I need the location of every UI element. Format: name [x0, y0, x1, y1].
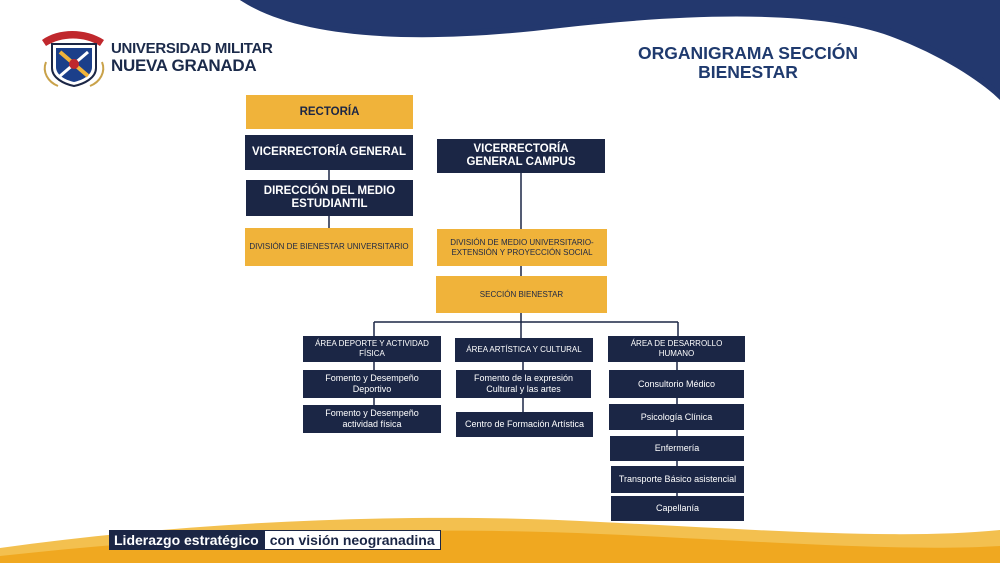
box-vicerrectoria-general: VICERRECTORÍA GENERAL — [245, 135, 413, 170]
area-desarrollo-item-label: Consultorio Médico — [637, 378, 716, 389]
footer-slogan: Liderazgo estratégico con visión neogran… — [109, 530, 441, 550]
box-division-bienestar-label: DIVISIÓN DE BIENESTAR UNIVERSITARIO — [249, 242, 409, 251]
university-name-line1: UNIVERSIDAD MILITAR — [111, 40, 273, 57]
university-name: UNIVERSIDAD MILITAR NUEVA GRANADA — [111, 40, 273, 74]
area-artistica-item: Fomento de la expresión Cultural y las a… — [456, 370, 591, 398]
area-artistica-title: ÁREA ARTÍSTICA Y CULTURAL — [455, 338, 593, 362]
area-artistica-item: Centro de Formación Artística — [456, 412, 593, 437]
area-desarrollo-title: ÁREA DE DESARROLLO HUMANO — [608, 336, 745, 362]
box-seccion-bienestar: SECCIÓN BIENESTAR — [436, 276, 607, 313]
box-direccion-medio-estudiantil-label: DIRECCIÓN DEL MEDIO ESTUDIANTIL — [263, 185, 396, 210]
box-vicerrectoria-campus-label: VICERRECTORÍA GENERAL CAMPUS — [466, 143, 576, 168]
area-desarrollo-item-label: Enfermería — [654, 443, 700, 453]
area-desarrollo-item: Transporte Básico asistencial — [611, 466, 744, 493]
area-desarrollo-item-label: Capellanía — [655, 503, 700, 513]
area-deporte-item-label: Fomento y Desempeño Deportivo — [325, 373, 419, 394]
area-desarrollo-item: Consultorio Médico — [609, 370, 744, 398]
footer-slogan-part1: Liderazgo estratégico — [109, 530, 264, 550]
area-desarrollo-title-label: ÁREA DE DESARROLLO HUMANO — [630, 339, 723, 358]
box-division-bienestar: DIVISIÓN DE BIENESTAR UNIVERSITARIO — [245, 228, 413, 266]
page-title: ORGANIGRAMA SECCIÓN BIENESTAR — [600, 44, 896, 82]
area-deporte-item: Fomento y Desempeño actividad física — [303, 405, 441, 433]
box-seccion-bienestar-label: SECCIÓN BIENESTAR — [479, 289, 564, 299]
page-title-line2: BIENESTAR — [698, 62, 798, 82]
area-desarrollo-item-label: Transporte Básico asistencial — [618, 474, 737, 484]
box-rectoria: RECTORÍA — [246, 95, 413, 129]
page-title-line1: ORGANIGRAMA SECCIÓN — [637, 43, 859, 63]
area-deporte-title: ÁREA DEPORTE Y ACTIVIDAD FÍSICA — [303, 336, 441, 362]
area-deporte-item: Fomento y Desempeño Deportivo — [303, 370, 441, 398]
area-artistica-item-label: Centro de Formación Artística — [464, 419, 585, 429]
university-crest-logo — [42, 31, 105, 88]
area-artistica-item-label: Fomento de la expresión Cultural y las a… — [473, 373, 574, 394]
university-name-line2: NUEVA GRANADA — [111, 56, 257, 75]
area-desarrollo-item: Psicología Clínica — [609, 404, 744, 430]
area-deporte-title-label: ÁREA DEPORTE Y ACTIVIDAD FÍSICA — [315, 339, 429, 358]
area-desarrollo-item-label: Psicología Clínica — [640, 411, 713, 422]
box-direccion-medio-estudiantil: DIRECCIÓN DEL MEDIO ESTUDIANTIL — [246, 180, 413, 216]
area-artistica-title-label: ÁREA ARTÍSTICA Y CULTURAL — [466, 345, 582, 354]
area-desarrollo-item: Capellanía — [611, 496, 744, 521]
top-wave-white — [240, 0, 1000, 92]
box-division-medio-label: DIVISIÓN DE MEDIO UNIVERSITARIO-EXTENSIÓ… — [450, 237, 594, 257]
box-vicerrectoria-general-label: VICERRECTORÍA GENERAL — [252, 146, 406, 158]
box-rectoria-label: RECTORÍA — [299, 105, 360, 118]
box-vicerrectoria-campus: VICERRECTORÍA GENERAL CAMPUS — [437, 139, 605, 173]
footer-slogan-part2: con visión neogranadina — [263, 530, 441, 550]
area-desarrollo-item: Enfermería — [610, 436, 744, 461]
area-deporte-item-label: Fomento y Desempeño actividad física — [325, 408, 419, 429]
box-division-medio: DIVISIÓN DE MEDIO UNIVERSITARIO-EXTENSIÓ… — [437, 229, 607, 266]
